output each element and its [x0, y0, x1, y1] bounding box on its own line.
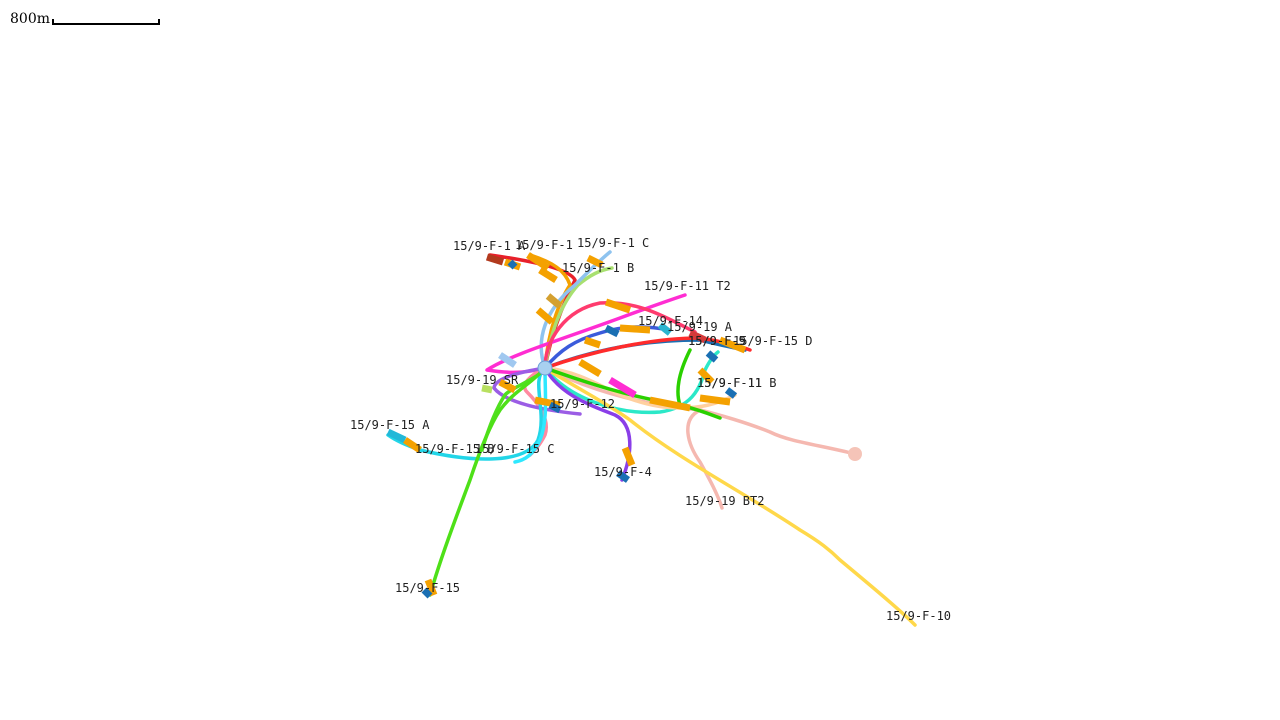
- log-segment-layer: [386, 252, 747, 599]
- well-label-f-5[interactable]: 15/9-F-5: [688, 334, 746, 348]
- trajectory-layer: [386, 250, 917, 627]
- log-segment: [403, 437, 422, 453]
- scale-bar: 800m: [10, 10, 160, 28]
- well-label-f-14[interactable]: 15/9-F-14: [638, 314, 703, 328]
- well-label-f-1[interactable]: 15/9-F-1: [515, 238, 573, 252]
- log-segment: [619, 324, 651, 334]
- log-segment: [548, 401, 562, 414]
- well-label-f-15c[interactable]: 15/9-F-15 C: [475, 442, 554, 456]
- log-segment: [604, 298, 632, 314]
- well-label-19sr[interactable]: 15/9-19 SR: [446, 373, 519, 387]
- log-segment: [697, 367, 715, 385]
- well-label-f-15[interactable]: 15/9-F-15: [395, 581, 460, 595]
- well-label-f-1a[interactable]: 15/9-F-1 A: [453, 239, 526, 253]
- log-segment: [538, 267, 558, 283]
- well-label-f-15d[interactable]: 15/9-F-15 D: [733, 334, 812, 348]
- trajectory-f-12[interactable]: [492, 366, 582, 416]
- log-segment: [421, 587, 433, 599]
- log-segment: [586, 254, 604, 269]
- log-segment: [657, 322, 673, 336]
- platform-marker[interactable]: [537, 360, 553, 376]
- label-layer: 15/9-F-1 A15/9-F-1 15/9-F-1 B 15/9-F-1 C 15…: [350, 236, 951, 623]
- trajectory-f-10[interactable]: [543, 366, 917, 627]
- log-segment: [424, 578, 438, 597]
- marker-layer: [537, 360, 862, 461]
- log-segment: [578, 358, 602, 378]
- trajectory-f-15c[interactable]: [513, 366, 548, 464]
- well-label-f-11b[interactable]: 15/9-F-11 B: [697, 376, 776, 390]
- log-segment: [649, 396, 691, 412]
- well-label-f-12[interactable]: 15/9-F-12: [550, 397, 615, 411]
- log-segment: [718, 336, 747, 354]
- well-end-marker[interactable]: [848, 447, 862, 461]
- log-segment: [386, 428, 407, 444]
- trajectory-f-11[interactable]: [543, 366, 737, 410]
- log-segment: [545, 293, 563, 309]
- log-segment: [485, 253, 505, 266]
- well-label-f-11t2[interactable]: 15/9-F-11 T2: [644, 279, 731, 293]
- log-segment: [498, 378, 517, 394]
- trajectory-f-11t2[interactable]: [485, 293, 687, 375]
- well-label-f-10[interactable]: 15/9-F-10: [886, 609, 951, 623]
- log-segment: [498, 352, 517, 368]
- log-segment: [699, 394, 731, 406]
- well-label-f-9[interactable]: 15/9-F-9: [688, 334, 746, 348]
- trajectory-f-15[interactable]: [428, 366, 547, 597]
- log-segment: [688, 329, 707, 344]
- log-segment: [507, 259, 518, 270]
- log-segment: [621, 446, 636, 467]
- log-segment: [526, 252, 550, 271]
- well-label-f-1c[interactable]: 15/9-F-1 C: [577, 236, 649, 250]
- trajectory-f-14[interactable]: [543, 300, 697, 370]
- log-segment: [535, 307, 555, 325]
- log-segment: [583, 336, 602, 349]
- log-segment: [615, 470, 631, 483]
- trajectory-19a[interactable]: [543, 325, 670, 370]
- well-label-f-4[interactable]: 15/9-F-4: [594, 465, 652, 479]
- well-label-19bt2[interactable]: 15/9-19 BT2: [685, 494, 764, 508]
- log-segment: [724, 387, 738, 399]
- log-segment: [481, 384, 493, 394]
- well-label-f-1b[interactable]: 15/9-F-1 B: [562, 261, 634, 275]
- well-label-f-11[interactable]: 15/9-F-11: [697, 376, 762, 390]
- trajectory-19bt2[interactable]: [543, 366, 857, 510]
- scale-bar-label: 800m: [10, 11, 50, 27]
- scale-bar-line: [52, 19, 160, 25]
- log-segment: [604, 324, 620, 338]
- well-label-f-15b[interactable]: 15/9-F-15 B: [415, 442, 494, 456]
- log-segment: [608, 376, 637, 399]
- well-label-f-15a[interactable]: 15/9-F-15 A: [350, 418, 430, 432]
- log-segment: [705, 350, 719, 363]
- well-label-19a[interactable]: 15/9-19 A: [667, 320, 733, 334]
